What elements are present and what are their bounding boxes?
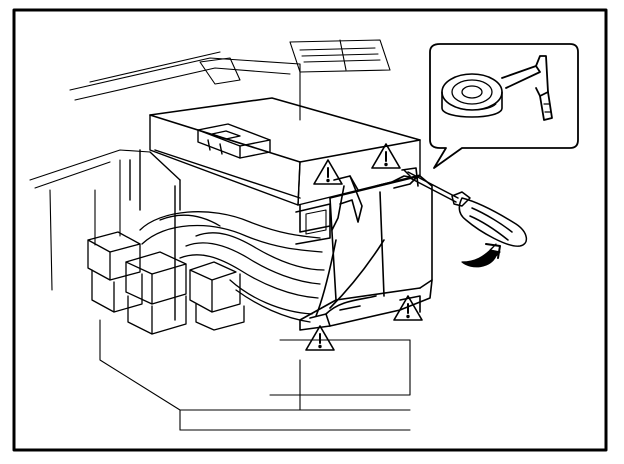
- magnifier-callout-icon: [429, 43, 579, 169]
- warning-triangle-icon: [371, 143, 401, 169]
- machine-base: [99, 319, 411, 431]
- warning-markers: [305, 143, 423, 351]
- wiring-harness: [139, 211, 325, 323]
- relay-blocks: [87, 231, 245, 335]
- warning-triangle-icon: [313, 159, 343, 185]
- screwdriver-icon: [403, 169, 528, 247]
- rotation-arrow-icon: [461, 243, 501, 268]
- illustration-frame: [12, 8, 608, 452]
- warning-triangle-icon: [305, 325, 335, 351]
- background-machine: [29, 39, 391, 291]
- warning-triangle-icon: [393, 295, 423, 321]
- top-cover: [149, 97, 421, 206]
- fuse-box-housing: [295, 167, 433, 331]
